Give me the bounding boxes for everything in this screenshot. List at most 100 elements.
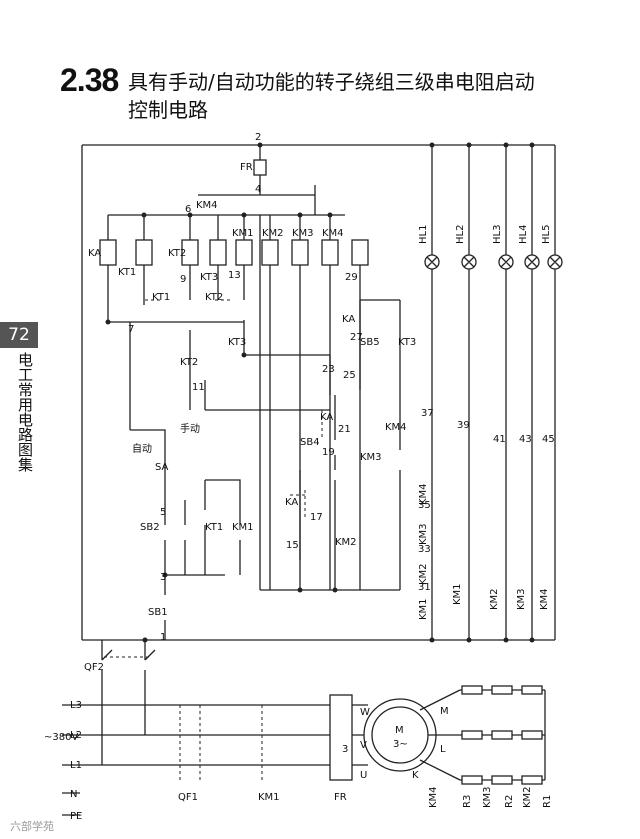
label-kt3-r: KT3 xyxy=(398,337,416,348)
label-l2: L2 xyxy=(70,730,82,741)
label-fr-3: 3 xyxy=(342,744,348,755)
control-wiring xyxy=(81,144,556,690)
label-kt3-contact: KT3 xyxy=(228,337,246,348)
side-page-tab: 72 xyxy=(0,322,38,348)
label-kt-c: KT1 xyxy=(205,522,223,533)
label-fr-power: FR xyxy=(334,792,347,803)
coil-kt2 xyxy=(181,239,199,266)
label-fr: FR xyxy=(240,162,253,173)
coil-km2 xyxy=(261,239,279,266)
node-number-14: 29 xyxy=(345,272,358,283)
label-manual: 手动 xyxy=(180,422,200,435)
node-number-12: 25 xyxy=(343,370,356,381)
label-km1-c: KM1 xyxy=(232,522,254,533)
node-number-21: 43 xyxy=(519,434,532,445)
label-km4-c: KM4 xyxy=(385,422,407,433)
label-kt3: KT3 xyxy=(200,272,218,283)
lamp-series-2: KM3 xyxy=(418,523,429,545)
node-number-7: 15 xyxy=(286,540,299,551)
node-number-24: 33 xyxy=(418,544,431,555)
resistor-label-3: R2 xyxy=(504,795,515,808)
node-number-8: 17 xyxy=(310,512,323,523)
lamp-contact-2: KM3 xyxy=(516,588,527,610)
label-sb1: SB1 xyxy=(148,607,168,618)
resistor-label-5: R1 xyxy=(542,795,553,808)
label-ka-21: KA xyxy=(320,412,333,423)
power-circuit xyxy=(62,685,546,816)
lamp-label-0: HL1 xyxy=(418,225,429,244)
label-km1: KM1 xyxy=(232,228,254,239)
label-l: L xyxy=(440,744,446,755)
label-motor-m: M xyxy=(395,725,404,736)
lamp-series-3: KM4 xyxy=(418,483,429,505)
label-km4-top: KM4 xyxy=(196,200,218,211)
label-ka-17: KA xyxy=(285,497,298,508)
node-number-19: 39 xyxy=(457,420,470,431)
label-v: V xyxy=(360,740,367,751)
label-km2-c: KM2 xyxy=(335,537,357,548)
lamp-contact-0: KM1 xyxy=(452,583,463,605)
coil-km1 xyxy=(235,239,253,266)
label-ka-27: KA xyxy=(342,314,355,325)
label-ka: KA xyxy=(88,248,101,259)
node-number-1: 4 xyxy=(255,184,261,195)
label-qf2: QF2 xyxy=(84,662,104,673)
node-number-11: 23 xyxy=(322,364,335,375)
label-kt1: KT1 xyxy=(118,267,136,278)
coil-kt3 xyxy=(209,239,227,266)
lamp-label-4: HL5 xyxy=(541,225,552,244)
coil-km3 xyxy=(291,239,309,266)
lamp-contact-1: KM2 xyxy=(489,588,500,610)
section-number: 2.38 xyxy=(60,62,119,98)
resistors xyxy=(461,685,543,785)
label-kt1-contact: KT1 xyxy=(152,292,170,303)
coil-ka xyxy=(99,239,117,266)
watermark: 六部学苑 xyxy=(10,820,54,833)
node-number-22: 45 xyxy=(542,434,555,445)
label-km4: KM4 xyxy=(322,228,344,239)
node-number-9: 19 xyxy=(322,447,335,458)
label-km3-c: KM3 xyxy=(360,452,382,463)
lamp-series-1: KM2 xyxy=(418,563,429,585)
label-u: U xyxy=(360,770,367,781)
node-number-18: 37 xyxy=(421,408,434,419)
lamp-labels: HL1 HL2 HL3 HL4 HL5 xyxy=(418,225,552,244)
coil-km4 xyxy=(321,239,339,266)
label-m: M xyxy=(440,706,449,717)
node-number-2: 6 xyxy=(185,204,191,215)
label-motor-3: 3~ xyxy=(393,739,408,750)
node-number-13: 27 xyxy=(350,332,363,343)
label-kt2-contact: KT2 xyxy=(205,292,223,303)
node-number-6: 13 xyxy=(228,270,241,281)
node-number-23: 31 xyxy=(418,582,431,593)
label-sb5: SB5 xyxy=(360,337,380,348)
lamp-label-2: HL3 xyxy=(492,225,503,244)
label-w: W xyxy=(360,707,370,718)
label-km1-power: KM1 xyxy=(258,792,280,803)
label-sb2: SB2 xyxy=(140,522,160,533)
control-labels: FR KM4 KA KT1 KT2 KT3 KM1 KM2 KM3 KM4 KT… xyxy=(84,162,416,673)
junction-dots xyxy=(105,142,535,643)
lamp-label-1: HL2 xyxy=(455,225,466,244)
label-voltage: ~380V xyxy=(44,732,78,743)
label-kt2-b: KT2 xyxy=(180,357,198,368)
label-pe: PE xyxy=(70,811,82,822)
node-number-4: 9 xyxy=(180,274,186,285)
lamp-label-3: HL4 xyxy=(518,225,529,244)
resistor-label-4: KM2 xyxy=(522,786,533,808)
node-number-3: 7 xyxy=(128,324,134,335)
section-title-line1: 具有手动/自动功能的转子绕组三级串电阻启动 xyxy=(128,70,535,94)
node-number-15: 3 xyxy=(160,572,166,583)
power-labels: L3 L2 L1 N PE ~380V QF1 KM1 FR 3 M 3~ U … xyxy=(44,700,449,822)
node-number-25: 35 xyxy=(418,500,431,511)
label-n: N xyxy=(70,789,77,800)
node-number-10: 21 xyxy=(338,424,351,435)
node-number-0: 2 xyxy=(255,132,261,143)
label-km3: KM3 xyxy=(292,228,314,239)
fr-thermal xyxy=(329,694,353,781)
label-km2: KM2 xyxy=(262,228,284,239)
